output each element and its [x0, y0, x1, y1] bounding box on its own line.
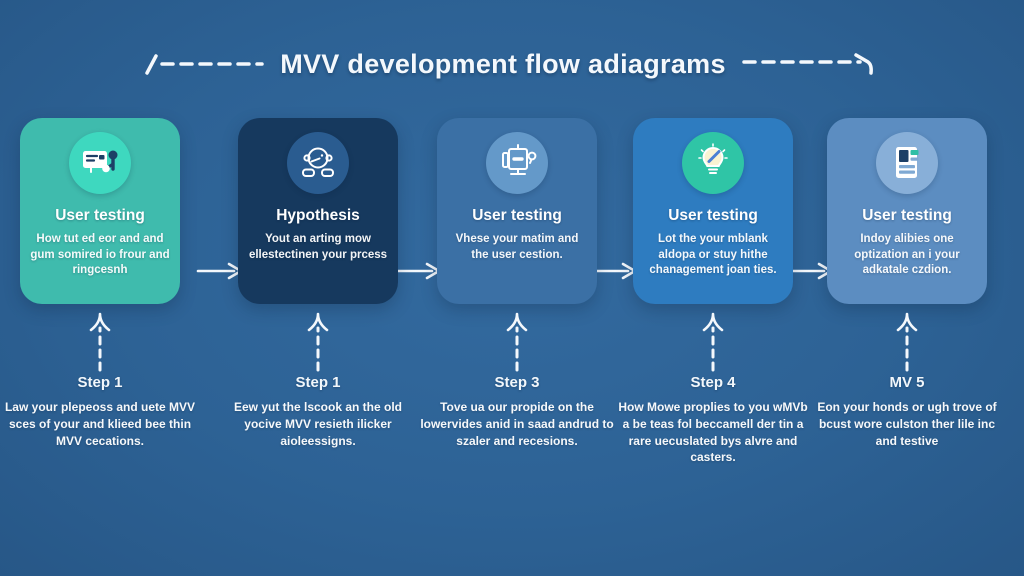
step-description: Law your plepeoss and uete MVV sces of y… [4, 400, 196, 448]
document-report-icon [876, 132, 938, 194]
step-description: Eew yut the lscook an the old yocive MVV… [233, 400, 403, 448]
step-column-3: User testing Lot the your mblank aldopa … [613, 118, 813, 466]
card-title: User testing [55, 207, 145, 224]
card-description: Yout an arting mow ellestectinen your pr… [248, 233, 388, 261]
presentation-screen-icon [69, 132, 131, 194]
step-column-1: Hypothesis Yout an arting mow ellestecti… [218, 118, 418, 449]
card-description: Indoy alibies one optization an i your a… [854, 233, 960, 277]
card-description: Lot the your mblank aldopa or stuy hithe… [649, 233, 777, 277]
dashed-up-arrow-icon [896, 312, 918, 372]
header: MVV development flow adiagrams [0, 38, 1024, 90]
step-label: Step 4 [690, 374, 736, 391]
card-title: User testing [668, 207, 758, 224]
stage-card-user-testing: User testing Vhese your matim and the us… [437, 118, 597, 304]
dashed-up-arrow-icon [702, 312, 724, 372]
stage-card-user-testing: User testing Indoy alibies one optizatio… [827, 118, 987, 304]
stage-card-user-testing: User testing How tut ed eor and and gum … [20, 118, 180, 304]
card-title: Hypothesis [276, 207, 360, 224]
step-label: MV 5 [889, 374, 925, 391]
step-label: Step 1 [77, 374, 123, 391]
page-title: MVV development flow adiagrams [280, 48, 726, 79]
step-label: Step 3 [494, 374, 540, 391]
dashed-up-arrow-icon [307, 312, 329, 372]
dashed-up-arrow-icon [89, 312, 111, 372]
person-head-icon [287, 132, 349, 194]
lightbulb-icon [682, 132, 744, 194]
dashed-up-arrow-icon [506, 312, 528, 372]
card-description: How tut ed eor and and gum somired io fr… [30, 233, 170, 277]
stage-card-user-testing: User testing Lot the your mblank aldopa … [633, 118, 793, 304]
title-dash-right-arrow-icon [742, 53, 873, 75]
step-description: How Mowe proplies to you wMVb a be teas … [618, 400, 808, 465]
step-column-4: User testing Indoy alibies one optizatio… [807, 118, 1007, 449]
computer-monitor-icon [486, 132, 548, 194]
step-column-5: User testing How tut ed eor and and gum … [0, 118, 200, 449]
card-description: Vhese your matim and the user cestion. [455, 233, 579, 261]
card-title: User testing [862, 207, 952, 224]
step-description: Eon your honds or ugh trove of bcust wor… [817, 400, 997, 448]
title-dash-left-icon [145, 54, 264, 75]
card-title: User testing [472, 207, 562, 224]
stage-card-hypothesis: Hypothesis Yout an arting mow ellestecti… [238, 118, 398, 304]
step-label: Step 1 [295, 374, 341, 391]
step-description: Tove ua our propide on the lowervides an… [420, 400, 614, 448]
step-column-2: User testing Vhese your matim and the us… [417, 118, 617, 449]
